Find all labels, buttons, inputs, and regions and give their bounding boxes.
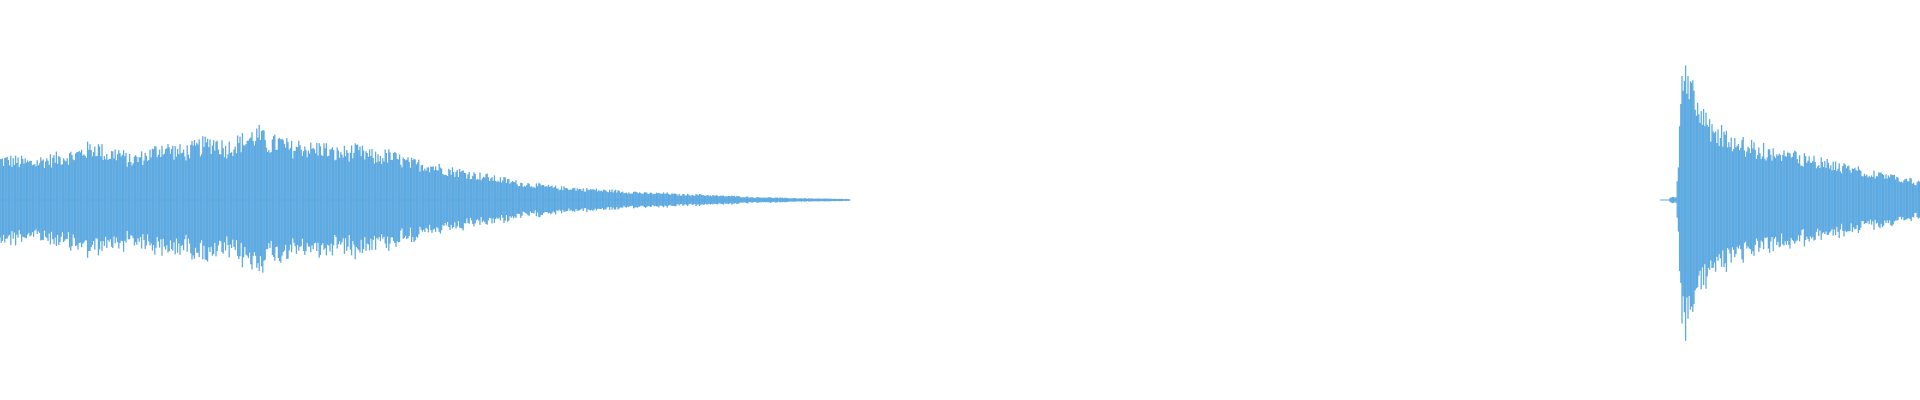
waveform-segment-first-sound <box>0 125 851 273</box>
waveform-segment-second-sound <box>1669 65 1920 341</box>
